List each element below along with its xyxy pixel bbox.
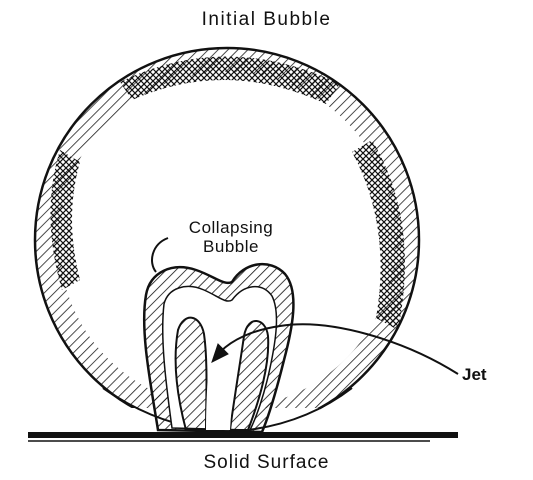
- solid-surface-bar: [28, 432, 458, 438]
- solid-surface-label: Solid Surface: [0, 453, 533, 472]
- jet-label: Jet: [462, 366, 487, 383]
- initial-bubble-label: Initial Bubble: [0, 10, 533, 29]
- solid-surface: [28, 432, 458, 441]
- collapsing-bubble-label-line2: Bubble: [166, 237, 296, 256]
- collapsing-bubble-label-line1: Collapsing: [166, 218, 296, 237]
- collapsing-bubble-label: Collapsing Bubble: [166, 218, 296, 256]
